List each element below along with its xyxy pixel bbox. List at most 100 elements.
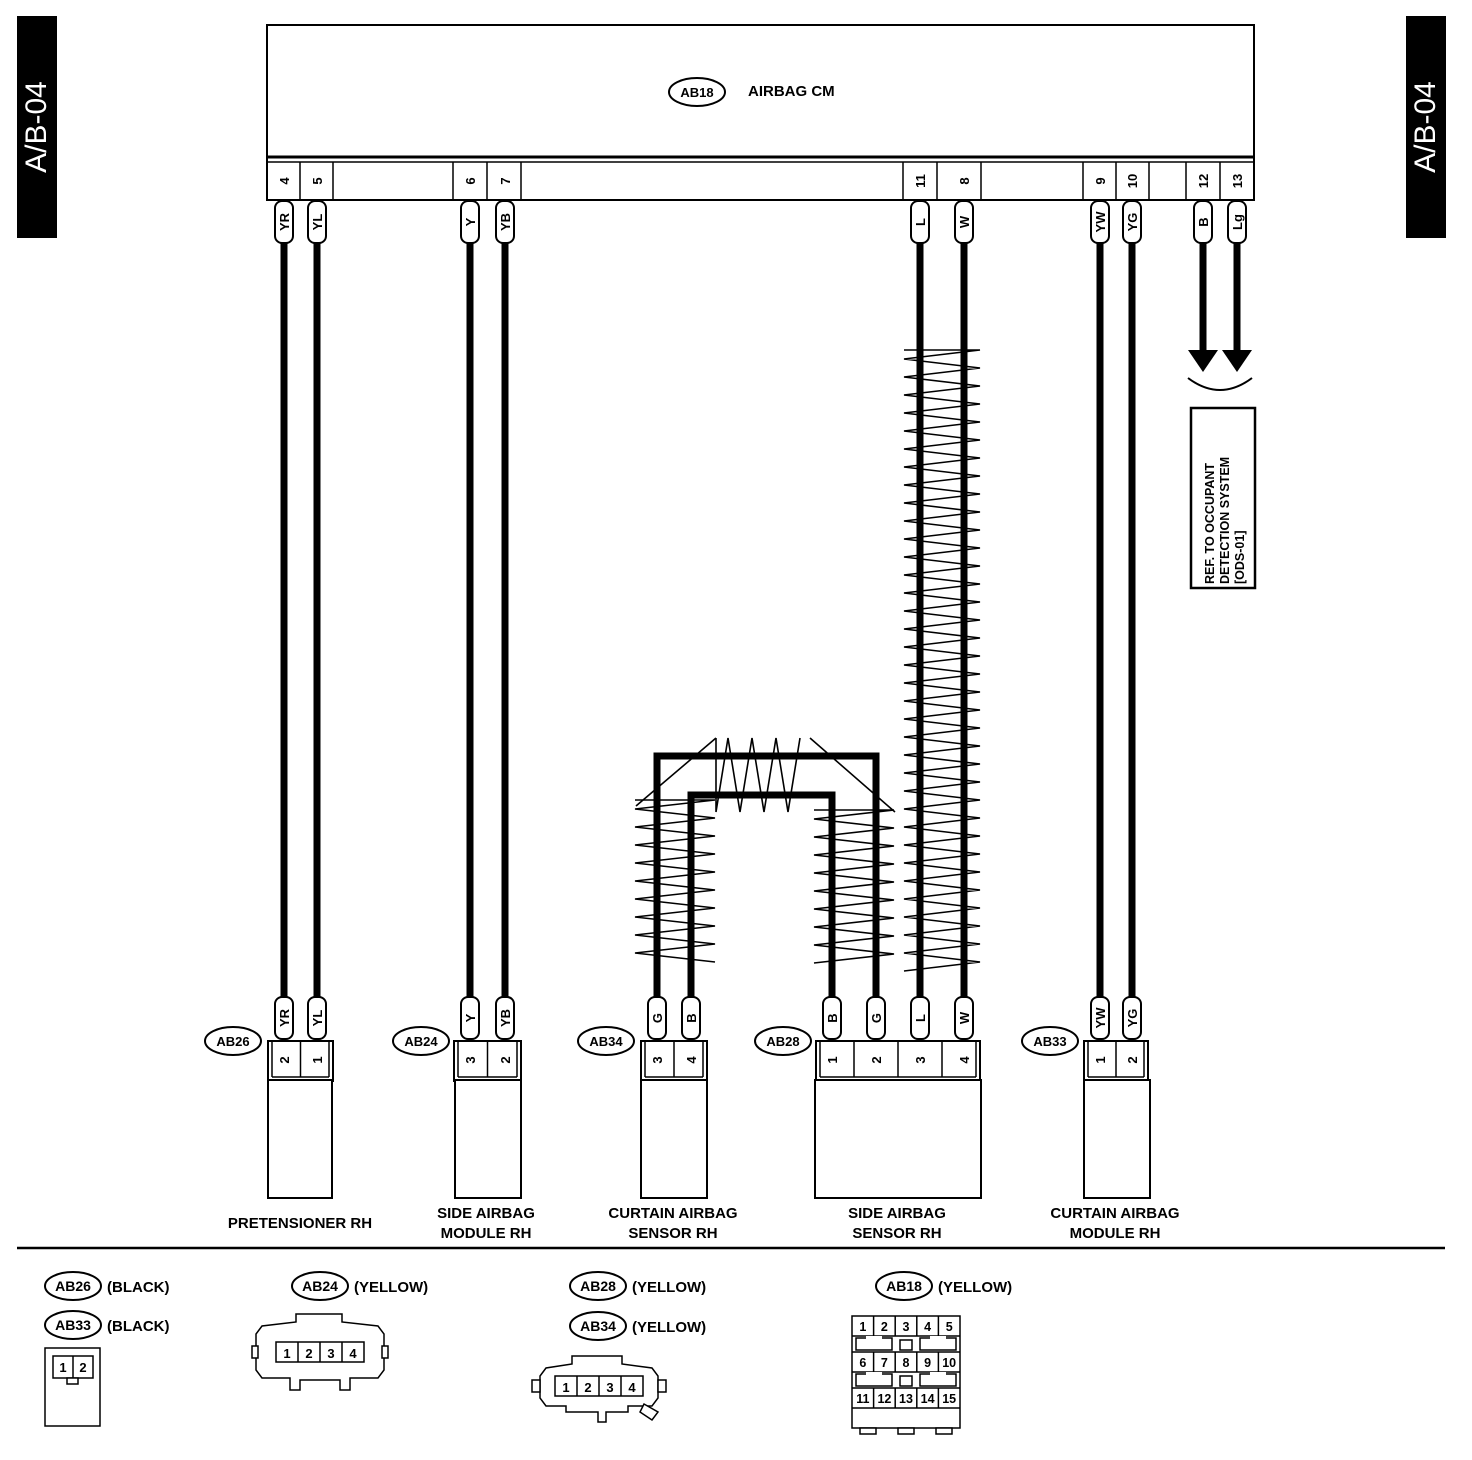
connector-pin-number: 3 — [650, 1056, 665, 1063]
svg-text:(YELLOW): (YELLOW) — [632, 1279, 706, 1296]
svg-text:15: 15 — [942, 1392, 956, 1406]
wire-color-tag: Y — [460, 200, 480, 244]
svg-text:4: 4 — [924, 1320, 931, 1334]
svg-text:1: 1 — [283, 1346, 290, 1361]
svg-text:5: 5 — [946, 1320, 953, 1334]
svg-text:2: 2 — [79, 1360, 86, 1375]
component-label: MODULE RH — [1070, 1225, 1161, 1242]
svg-text:(YELLOW): (YELLOW) — [938, 1279, 1012, 1296]
cm-name: AIRBAG CM — [748, 83, 835, 100]
connector-id-badge — [1021, 1026, 1079, 1056]
ref-line-3: [ODS-01] — [1233, 531, 1247, 584]
cm-connector-id: AB18 — [680, 85, 713, 100]
connector-pin-number: 2 — [1125, 1056, 1140, 1063]
cm-pin-number: 13 — [1230, 174, 1245, 188]
cm-pin-number: 9 — [1093, 177, 1108, 184]
svg-text:12: 12 — [877, 1392, 891, 1406]
cm-pin-number: 10 — [1125, 174, 1140, 188]
wire-color-label: Y — [463, 1013, 478, 1022]
arrow-lg — [1222, 350, 1252, 372]
legend-ab28-face: 1 2 3 4 — [531, 1355, 667, 1423]
wire-color-label: L — [913, 1014, 928, 1022]
connector-pin-number: 2 — [277, 1056, 292, 1063]
connector-pin-number: 1 — [310, 1056, 325, 1063]
legend-ab26: AB26 (BLACK) — [44, 1271, 169, 1301]
svg-text:2: 2 — [584, 1380, 591, 1395]
wire-color-label: YB — [498, 1009, 513, 1027]
svg-text:AB28: AB28 — [580, 1278, 616, 1294]
legend-ab24: AB24 (YELLOW) — [291, 1271, 428, 1301]
wire-color-tag: W — [954, 996, 974, 1040]
wire-color-label: YW — [1093, 211, 1108, 233]
svg-text:9: 9 — [924, 1356, 931, 1370]
legend-ab24-face: 1 2 3 4 — [251, 1313, 389, 1391]
wire-color-tag: B — [1193, 200, 1213, 244]
wire-color-label: B — [825, 1013, 840, 1022]
wire-color-label: YL — [310, 214, 325, 231]
connector-id-badge — [204, 1026, 262, 1056]
legend-2pin-face: 1 2 — [44, 1347, 101, 1427]
svg-text:3: 3 — [903, 1320, 910, 1334]
wire-b-loop — [687, 791, 836, 1000]
wire-color-label: W — [957, 215, 972, 228]
component-body — [640, 1079, 708, 1199]
wire-color-tag: Lg — [1227, 200, 1247, 244]
wire-color-label: G — [869, 1013, 884, 1023]
connector-pin-number: 2 — [869, 1056, 884, 1063]
svg-text:1: 1 — [59, 1360, 66, 1375]
legend-ab28: AB28 (YELLOW) — [569, 1271, 706, 1301]
svg-text:3: 3 — [606, 1380, 613, 1395]
connector-pin-number: 4 — [957, 1056, 972, 1064]
wire-color-tag: G — [866, 996, 886, 1040]
component-body — [267, 1079, 333, 1199]
component-label: MODULE RH — [441, 1225, 532, 1242]
legend-ab33: AB33 (BLACK) — [44, 1310, 169, 1340]
component-label: CURTAIN AIRBAG — [608, 1205, 737, 1222]
connector-pin-number: 3 — [913, 1056, 928, 1063]
svg-text:(BLACK): (BLACK) — [107, 1318, 169, 1335]
arrow-b — [1188, 350, 1218, 372]
ref-bracket — [1187, 377, 1253, 391]
ref-line-2: DETECTION SYSTEM — [1218, 457, 1232, 584]
svg-text:AB34: AB34 — [580, 1318, 616, 1334]
wire-color-tag: W — [954, 200, 974, 244]
airbag-control-module: AB18 AIRBAG CM — [266, 24, 1255, 201]
svg-text:13: 13 — [899, 1392, 913, 1406]
svg-text:4: 4 — [349, 1346, 357, 1361]
wire-color-tag: G — [647, 996, 667, 1040]
twisted-pair-markings — [634, 349, 981, 972]
cm-pin-number: 4 — [277, 177, 292, 185]
wire-color-label: W — [957, 1011, 972, 1024]
component-label: SIDE AIRBAG — [437, 1205, 535, 1222]
component-body — [454, 1079, 522, 1199]
connector-id-badge — [577, 1026, 635, 1056]
cm-connector-badge — [668, 77, 726, 107]
legend-ab34: AB34 (YELLOW) — [569, 1311, 706, 1341]
svg-text:6: 6 — [859, 1356, 866, 1370]
wire-color-label: YL — [310, 1010, 325, 1027]
cm-pin-number: 8 — [957, 177, 972, 184]
svg-text:11: 11 — [856, 1392, 869, 1406]
component-body — [814, 1079, 982, 1199]
wire-color-tag: YG — [1122, 996, 1142, 1040]
connector-pin-number: 2 — [498, 1056, 513, 1063]
cm-pin-number: 6 — [463, 177, 478, 184]
wire-color-tag: YR — [274, 996, 294, 1040]
connector-id-badge — [392, 1026, 450, 1056]
connector-id: AB34 — [589, 1034, 623, 1049]
connector-pin-number: 3 — [463, 1056, 478, 1063]
reference-box: REF. TO OCCUPANT DETECTION SYSTEM [ODS-0… — [1189, 406, 1257, 590]
wire-color-label: YR — [277, 212, 292, 231]
wire-color-tag: Y — [460, 996, 480, 1040]
wire-group — [280, 243, 1253, 1000]
wire-color-tag: YW — [1090, 996, 1110, 1040]
component-label: SIDE AIRBAG — [848, 1205, 946, 1222]
ref-line-1: REF. TO OCCUPANT — [1203, 463, 1217, 584]
svg-text:1: 1 — [562, 1380, 569, 1395]
svg-text:8: 8 — [903, 1356, 910, 1370]
